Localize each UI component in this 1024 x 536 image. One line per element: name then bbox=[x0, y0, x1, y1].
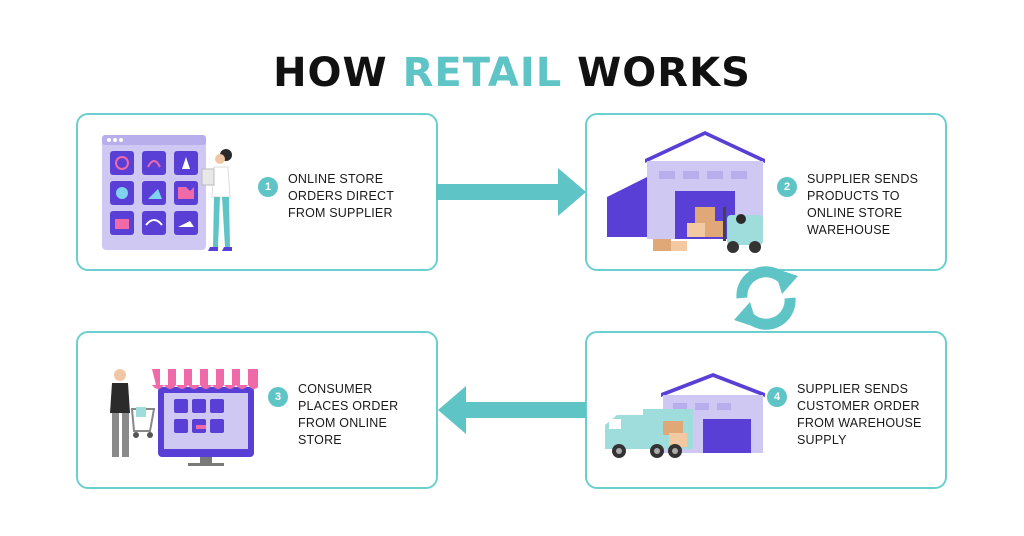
warehouse-truck-icon bbox=[605, 373, 765, 458]
arrow-left-icon bbox=[438, 386, 586, 434]
cycle-arrows-icon bbox=[734, 266, 798, 330]
online-store-shopper-icon bbox=[102, 135, 232, 251]
step-number-4: 4 bbox=[767, 387, 787, 407]
step-number-1: 1 bbox=[258, 177, 278, 197]
page-title: HOW RETAIL WORKS bbox=[273, 50, 751, 96]
step-number-3: 3 bbox=[268, 387, 288, 407]
arrow-right-icon bbox=[436, 168, 586, 216]
step-number-2: 2 bbox=[777, 177, 797, 197]
warehouse-forklift-icon bbox=[607, 131, 765, 253]
storefront-consumer-icon bbox=[110, 369, 258, 466]
